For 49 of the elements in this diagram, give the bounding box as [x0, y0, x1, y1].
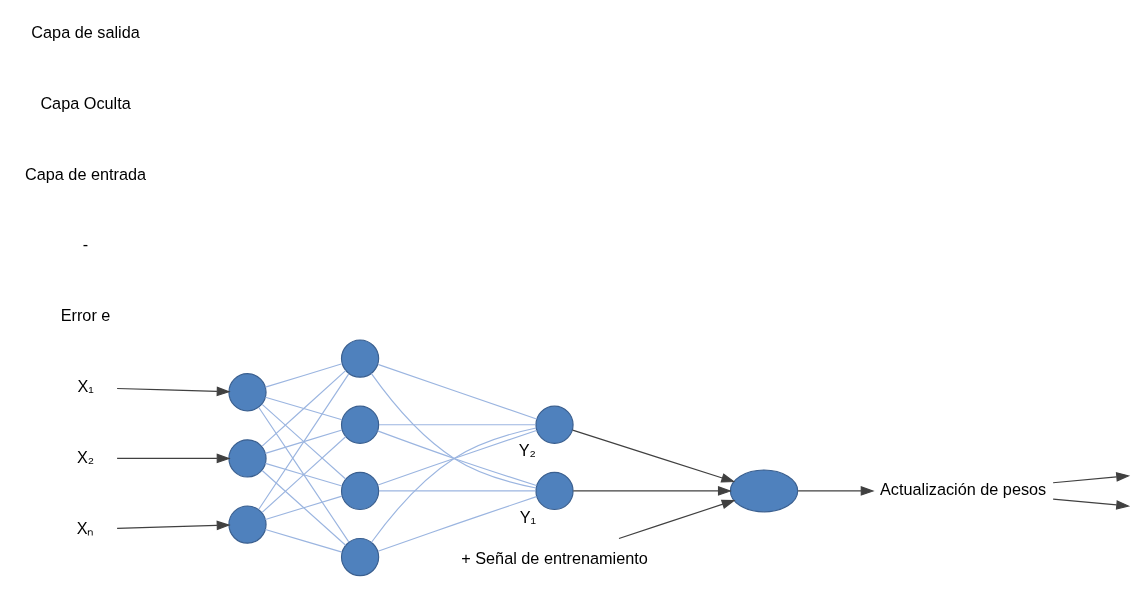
- node-text: + Señal de entrenamiento: [460, 548, 648, 567]
- arrow: [617, 499, 736, 540]
- connector: [376, 363, 537, 420]
- arrow: [797, 486, 875, 496]
- connector: [261, 436, 346, 513]
- node-circle: [227, 439, 267, 478]
- connector: [261, 370, 346, 447]
- connector: [257, 406, 349, 543]
- connector: [264, 429, 343, 454]
- label: Capa Oculta: [39, 93, 131, 112]
- node-circle: [340, 405, 379, 444]
- arrow: [116, 386, 231, 397]
- node-circle: [534, 405, 574, 444]
- connector: [261, 403, 346, 480]
- connector: [261, 469, 346, 546]
- arrow: [571, 429, 735, 483]
- connector: [264, 528, 343, 553]
- node-text: Actualización de pesos: [879, 480, 1046, 499]
- node-label: Y₁: [519, 507, 536, 526]
- label: -: [82, 235, 88, 254]
- arrow: [572, 486, 732, 496]
- connector: [377, 490, 536, 492]
- connector: [264, 363, 343, 388]
- node-text: X₁: [76, 376, 94, 395]
- connector: [370, 427, 537, 543]
- node-ellipse: [729, 469, 798, 513]
- node-circle: [534, 471, 574, 511]
- connector: [376, 496, 537, 552]
- node-circle: [340, 537, 379, 577]
- node-label: Y₂: [518, 441, 536, 460]
- label: Error e: [60, 306, 110, 325]
- node-circle: [227, 373, 267, 412]
- label: Capa de salida: [30, 22, 140, 41]
- connector: [264, 396, 343, 421]
- arrow: [116, 520, 231, 531]
- arrow: [116, 453, 231, 464]
- node-text: X₂: [76, 447, 94, 466]
- node-circle: [340, 339, 379, 378]
- connector: [370, 373, 537, 489]
- connector: [377, 424, 536, 426]
- arrow: [1052, 472, 1130, 484]
- node-circle: [340, 471, 379, 511]
- connector: [257, 373, 349, 510]
- connector: [264, 462, 343, 487]
- arrow: [1052, 498, 1130, 510]
- label: Capa de entrada: [24, 164, 146, 183]
- connector: [264, 495, 343, 521]
- node-text: Xₙ: [76, 518, 94, 537]
- node-circle: [227, 505, 267, 544]
